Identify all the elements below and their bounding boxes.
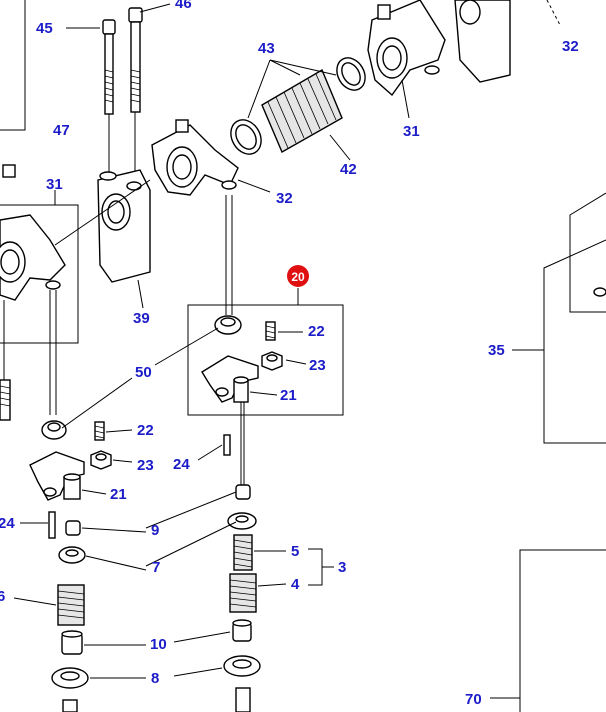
label-23-center: 23 bbox=[309, 357, 326, 374]
rocker-arm-center bbox=[54, 119, 239, 246]
callout-badge-20: 20 bbox=[287, 265, 309, 287]
label-50: 50 bbox=[135, 364, 152, 381]
valve-stem-center bbox=[235, 687, 251, 712]
label-3: 3 bbox=[338, 559, 346, 576]
label-45: 45 bbox=[36, 20, 53, 37]
nut-23-center bbox=[261, 351, 283, 371]
label-23-left: 23 bbox=[137, 457, 154, 474]
left-push-rod bbox=[3, 290, 57, 415]
pedestal-top-right bbox=[454, 0, 511, 83]
label-32-top: 32 bbox=[562, 38, 579, 55]
spring-42 bbox=[261, 68, 343, 153]
label-22-center: 22 bbox=[308, 323, 325, 340]
spring-5-center bbox=[233, 534, 253, 571]
label-24-left: 24 bbox=[0, 515, 15, 532]
label-35: 35 bbox=[488, 342, 505, 359]
retainer-7-center bbox=[227, 512, 257, 530]
spring-6-left bbox=[57, 584, 85, 626]
label-47: 47 bbox=[53, 122, 70, 139]
badge-circle bbox=[287, 265, 309, 287]
spring-4-center bbox=[229, 573, 257, 613]
label-24-center: 24 bbox=[173, 456, 190, 473]
badge-text: 20 bbox=[291, 270, 305, 284]
bridge-21-left bbox=[29, 451, 85, 501]
pin-24-center bbox=[223, 434, 231, 456]
bridge-21-center bbox=[201, 355, 259, 403]
leader-lines bbox=[13, 3, 544, 699]
label-32-center: 32 bbox=[276, 190, 293, 207]
screw-22-left bbox=[94, 421, 105, 441]
label-31-left: 31 bbox=[46, 176, 63, 193]
label-10: 10 bbox=[150, 636, 167, 653]
label-5: 5 bbox=[291, 543, 299, 560]
rocker-arm-left bbox=[0, 164, 66, 301]
pedestal-39 bbox=[97, 169, 151, 283]
screw-22-center bbox=[265, 321, 276, 341]
rocker-arm-top bbox=[367, 0, 446, 97]
part-labels: 45 46 43 32 47 31 31 42 32 39 22 23 21 5… bbox=[0, 0, 579, 708]
label-39: 39 bbox=[133, 310, 150, 327]
seal-10-center bbox=[232, 619, 252, 642]
washer-right bbox=[336, 57, 366, 91]
seal-10-left bbox=[61, 630, 83, 655]
label-42: 42 bbox=[340, 161, 357, 178]
washer-8-center bbox=[223, 655, 261, 677]
label-22-left: 22 bbox=[137, 422, 154, 439]
label-70: 70 bbox=[465, 691, 482, 708]
valve-stem-left bbox=[62, 699, 78, 712]
label-31-top: 31 bbox=[403, 123, 420, 140]
pin-24-left bbox=[48, 511, 56, 539]
label-9: 9 bbox=[151, 522, 159, 539]
label-21-left: 21 bbox=[110, 486, 127, 503]
keeper-9-center bbox=[235, 484, 251, 500]
label-4: 4 bbox=[291, 576, 300, 593]
label-6: 6 bbox=[0, 588, 5, 605]
keeper-9-left bbox=[65, 520, 81, 536]
label-46: 46 bbox=[175, 0, 192, 12]
label-21-center: 21 bbox=[280, 387, 297, 404]
right-box-fastener bbox=[593, 287, 606, 297]
bolt-46 bbox=[128, 7, 143, 180]
nut-23-left bbox=[90, 450, 112, 470]
label-43: 43 bbox=[258, 40, 275, 57]
label-8: 8 bbox=[151, 670, 159, 687]
retainer-7-left bbox=[58, 546, 86, 564]
washer-8-left bbox=[51, 667, 89, 689]
cap-50-left bbox=[41, 420, 67, 440]
bolt-45 bbox=[102, 19, 116, 175]
label-7: 7 bbox=[152, 559, 160, 576]
left-bolt-thread bbox=[0, 379, 11, 421]
washer-left bbox=[230, 119, 262, 155]
cap-50-center bbox=[214, 315, 242, 335]
center-push-rod bbox=[225, 195, 233, 315]
